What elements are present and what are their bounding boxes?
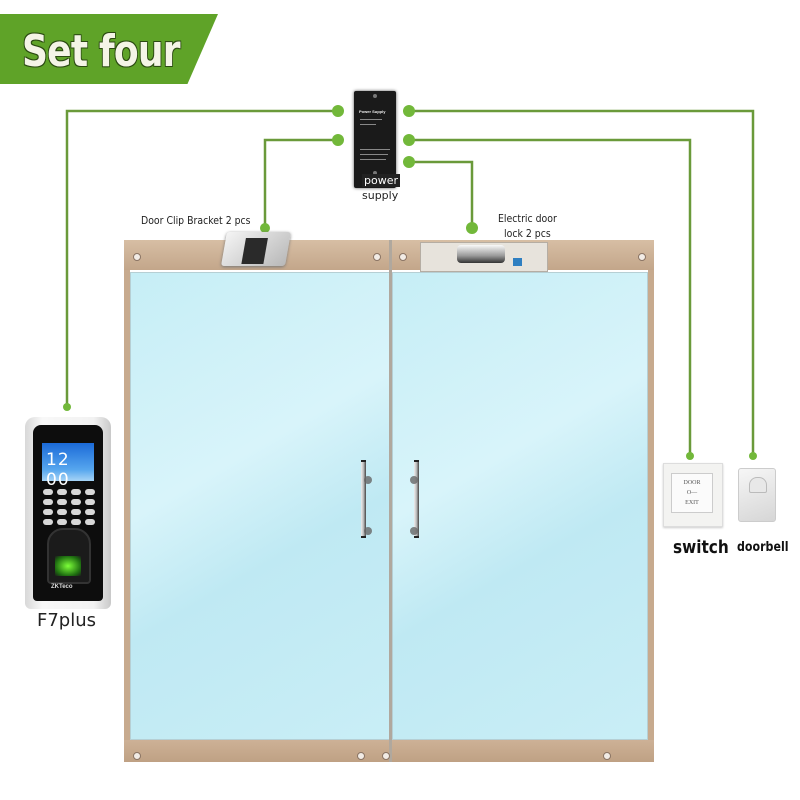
screw-icon bbox=[373, 171, 377, 175]
switch-label: switch bbox=[673, 537, 729, 558]
door-frame-left bbox=[124, 270, 130, 740]
glass-door-left bbox=[130, 272, 390, 740]
exit-switch-face: DOOR O— EXIT bbox=[671, 473, 713, 513]
exit-switch: DOOR O— EXIT bbox=[663, 463, 723, 527]
screw-icon bbox=[133, 752, 141, 760]
psu-text-line bbox=[360, 154, 388, 155]
handle-mount-icon bbox=[410, 527, 418, 535]
bell-icon bbox=[749, 477, 767, 493]
fingerprint-reader: 12 00 ZKTeco bbox=[25, 417, 111, 609]
screw-icon bbox=[373, 94, 377, 98]
handle-mount-icon bbox=[364, 476, 372, 484]
power-supply-label: power bbox=[362, 174, 400, 187]
lock-terminal bbox=[513, 258, 522, 266]
fingerprint-sensor-icon bbox=[47, 528, 91, 584]
power-supply: Power Supply bbox=[354, 91, 396, 188]
screw-icon bbox=[357, 752, 365, 760]
key-icon: O— bbox=[686, 490, 698, 496]
door-clip-bracket-label: Door Clip Bracket 2 pcs bbox=[141, 214, 251, 227]
psu-text-line bbox=[360, 159, 386, 160]
psu-panel-title: Power Supply bbox=[359, 109, 386, 114]
screw-icon bbox=[373, 253, 381, 261]
electric-door-lock bbox=[420, 242, 548, 272]
reader-label: F7plus bbox=[37, 610, 97, 631]
reader-face: 12 00 ZKTeco bbox=[33, 425, 103, 601]
door-seam bbox=[389, 240, 392, 762]
bracket-slot bbox=[241, 238, 268, 264]
sensor-glow bbox=[55, 556, 81, 576]
screw-icon bbox=[133, 253, 141, 261]
electric-lock-label: Electric door bbox=[498, 212, 557, 225]
screw-icon bbox=[638, 253, 646, 261]
door-handle-left bbox=[361, 460, 366, 538]
banner-title: Set four bbox=[22, 26, 180, 77]
reader-time: 12 00 bbox=[46, 450, 70, 490]
handle-mount-icon bbox=[364, 527, 372, 535]
psu-text-line bbox=[360, 124, 376, 125]
title-banner bbox=[0, 14, 218, 84]
doorbell-label: doorbell bbox=[737, 540, 789, 555]
glass-door-right bbox=[392, 272, 648, 740]
door-clip-bracket bbox=[221, 232, 291, 266]
switch-text-door: DOOR bbox=[683, 480, 701, 486]
screw-icon bbox=[382, 752, 390, 760]
screw-icon bbox=[603, 752, 611, 760]
door-handle-right bbox=[414, 460, 419, 538]
lock-bolt bbox=[457, 245, 505, 263]
psu-text-line bbox=[360, 149, 390, 150]
electric-lock-label-line2: lock 2 pcs bbox=[504, 227, 551, 240]
power-supply-label-line2: supply bbox=[362, 189, 399, 202]
handle-mount-icon bbox=[410, 476, 418, 484]
screw-icon bbox=[399, 253, 407, 261]
door-frame-right bbox=[648, 270, 654, 740]
switch-text-exit: EXIT bbox=[685, 500, 699, 506]
doorbell bbox=[738, 468, 776, 522]
reader-screen: 12 00 bbox=[42, 443, 94, 490]
psu-text-line bbox=[360, 119, 382, 120]
reader-brand: ZKTeco bbox=[51, 584, 73, 590]
